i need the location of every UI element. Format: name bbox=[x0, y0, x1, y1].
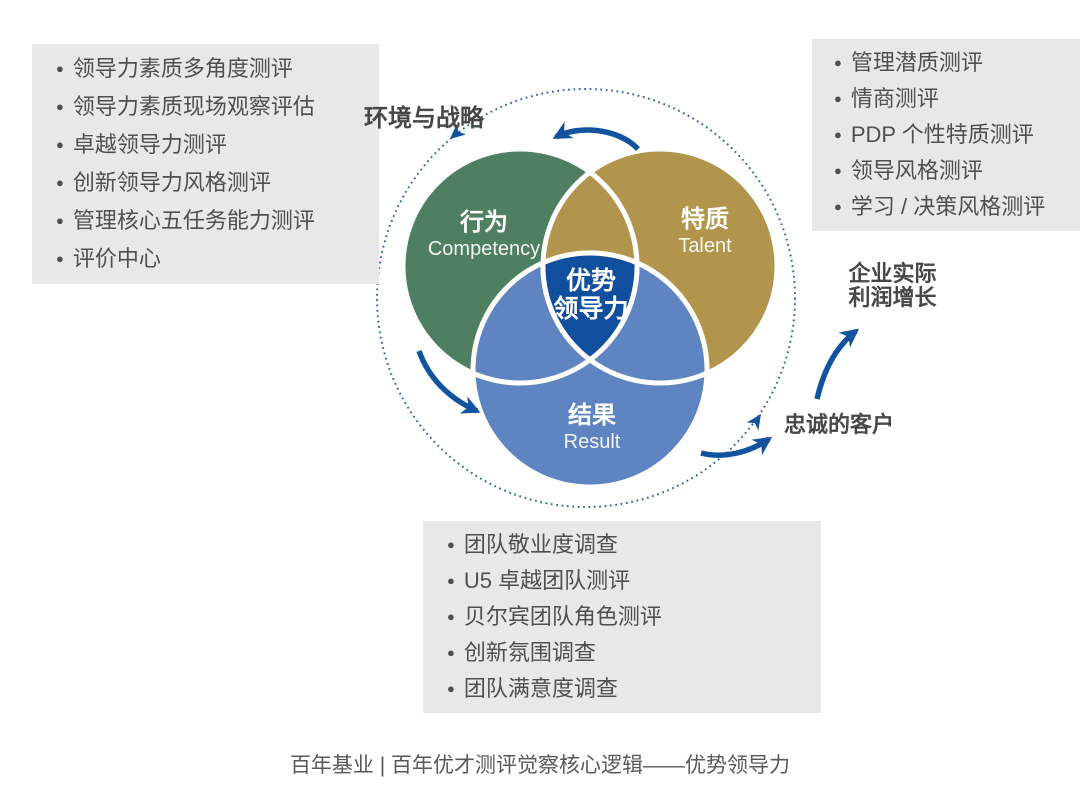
competency-title: 行为 bbox=[460, 209, 508, 236]
flow-arrow-to-profit-icon bbox=[814, 328, 860, 400]
list-item: 领导力素质现场观察评估 bbox=[56, 88, 379, 126]
list-item: 情商测评 bbox=[834, 81, 1080, 117]
profit-growth-label: 企业实际 利润增长 bbox=[800, 262, 985, 310]
leadership-assessments-list: 领导力素质多角度测评 领导力素质现场观察评估 卓越领导力测评 创新领导力风格测评… bbox=[56, 50, 379, 278]
loyal-customer-label: 忠诚的客户 bbox=[784, 412, 895, 437]
environment-strategy-label: 环境与战略 bbox=[364, 105, 484, 132]
center-label-line2: 领导力 bbox=[553, 295, 629, 323]
dotted-cycle-arrowhead-bottom-icon bbox=[746, 414, 761, 431]
team-assessments-box: 团队敬业度调查 U5 卓越团队测评 贝尔宾团队角色测评 创新氛围调查 团队满意度… bbox=[423, 521, 821, 713]
list-item: 创新领导力风格测评 bbox=[56, 164, 379, 202]
caption: 百年基业 | 百年优才测评觉察核心逻辑——优势领导力 bbox=[289, 754, 791, 777]
result-title: 结果 bbox=[568, 402, 616, 429]
rotation-arrow-top-icon bbox=[552, 121, 640, 152]
list-item: 团队敬业度调查 bbox=[447, 527, 821, 563]
team-assessments-list: 团队敬业度调查 U5 卓越团队测评 贝尔宾团队角色测评 创新氛围调查 团队满意度… bbox=[447, 527, 821, 707]
talent-subtitle: Talent bbox=[678, 235, 732, 257]
talent-title: 特质 bbox=[681, 206, 729, 233]
result-subtitle: Result bbox=[563, 431, 621, 453]
list-item: 贝尔宾团队角色测评 bbox=[447, 599, 821, 635]
list-item: 学习 / 决策风格测评 bbox=[834, 189, 1080, 225]
competency-subtitle: Competency bbox=[427, 238, 541, 260]
competency-circle-label: 行为 Competency bbox=[384, 209, 584, 261]
talent-assessments-box: 管理潜质测评 情商测评 PDP 个性特质测评 领导风格测评 学习 / 决策风格测… bbox=[812, 39, 1080, 231]
list-item: 评价中心 bbox=[56, 240, 379, 278]
list-item: 管理潜质测评 bbox=[834, 45, 1080, 81]
talent-assessments-list: 管理潜质测评 情商测评 PDP 个性特质测评 领导风格测评 学习 / 决策风格测… bbox=[834, 45, 1080, 225]
rotation-arrow-bottom-left-icon bbox=[416, 350, 481, 414]
list-item: 创新氛围调查 bbox=[447, 635, 821, 671]
flow-arrow-to-customer-icon bbox=[700, 436, 773, 458]
profit-growth-line2: 利润增长 bbox=[848, 285, 937, 310]
result-circle-label: 结果 Result bbox=[492, 402, 692, 454]
talent-circle-label: 特质 Talent bbox=[605, 206, 805, 258]
list-item: PDP 个性特质测评 bbox=[834, 117, 1080, 153]
list-item: U5 卓越团队测评 bbox=[447, 563, 821, 599]
dotted-cycle-circle bbox=[376, 88, 796, 508]
venn-circle-result bbox=[473, 253, 707, 487]
list-item: 卓越领导力测评 bbox=[56, 126, 379, 164]
dotted-cycle-arrowhead-top-icon bbox=[450, 123, 466, 139]
center-label-strength-leadership: 优势 领导力 bbox=[491, 267, 691, 323]
list-item: 团队满意度调查 bbox=[447, 671, 821, 707]
list-item: 管理核心五任务能力测评 bbox=[56, 202, 379, 240]
list-item: 领导风格测评 bbox=[834, 153, 1080, 189]
venn-center-intersection bbox=[540, 250, 640, 363]
list-item: 领导力素质多角度测评 bbox=[56, 50, 379, 88]
profit-growth-line1: 企业实际 bbox=[848, 261, 937, 286]
center-label-line1: 优势 bbox=[565, 267, 616, 295]
leadership-assessments-box: 领导力素质多角度测评 领导力素质现场观察评估 卓越领导力测评 创新领导力风格测评… bbox=[32, 44, 379, 284]
